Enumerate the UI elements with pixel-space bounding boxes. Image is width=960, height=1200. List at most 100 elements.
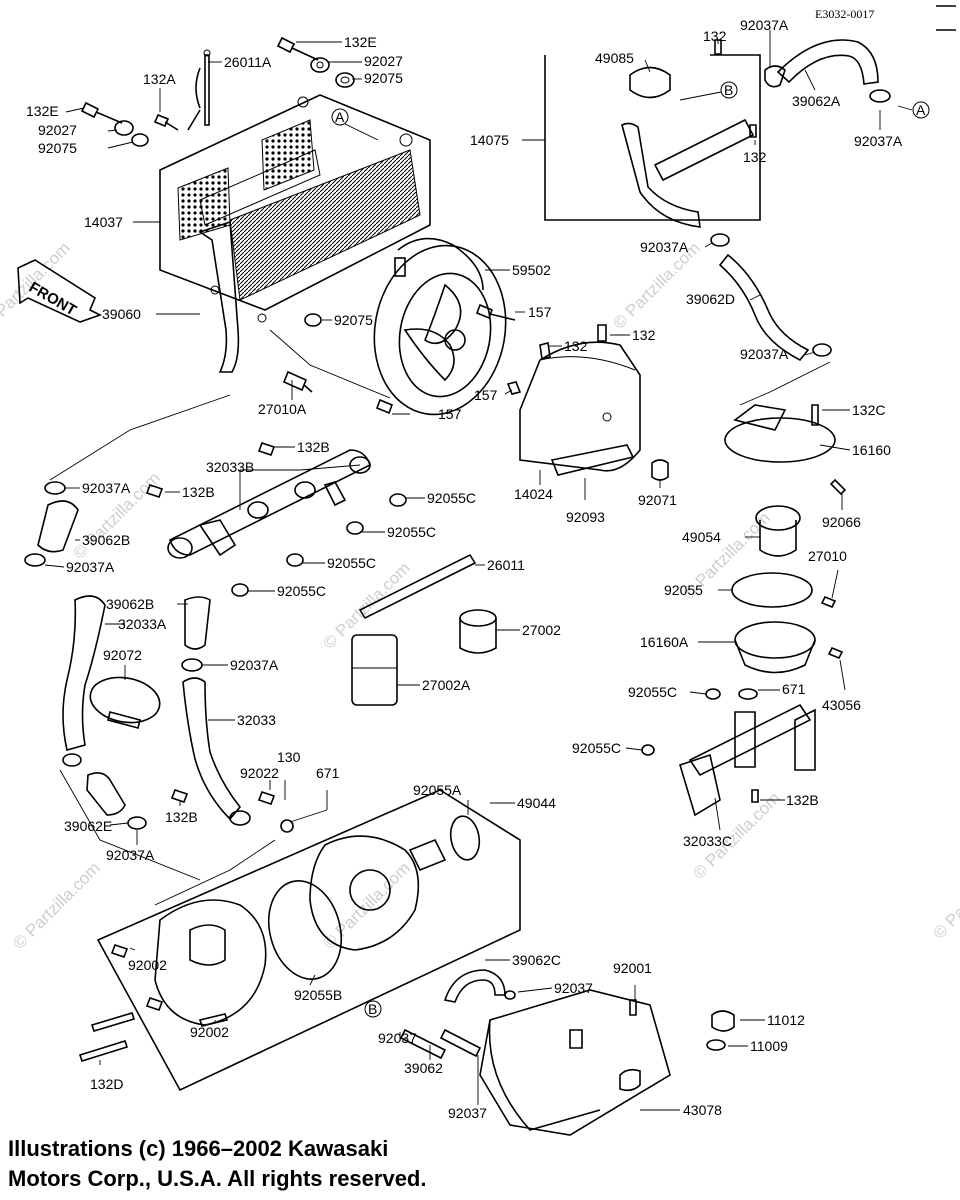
part-label: 39060 bbox=[102, 306, 141, 322]
part-label: 132B bbox=[182, 484, 215, 500]
part-label: 92037 bbox=[378, 1030, 417, 1046]
part-label: 92037 bbox=[448, 1105, 487, 1121]
pipe-32033C bbox=[641, 688, 816, 817]
part-label: 92055C bbox=[327, 555, 376, 571]
part-label: 92037 bbox=[554, 980, 593, 996]
thermostat-49054 bbox=[755, 505, 801, 557]
part-label: 49044 bbox=[517, 795, 556, 811]
part-label: 132E bbox=[344, 34, 377, 50]
part-label: 92001 bbox=[613, 960, 652, 976]
part-label: 92037A bbox=[82, 480, 131, 496]
part-label: 92075 bbox=[38, 140, 77, 156]
water-pump-box-49044 bbox=[78, 789, 521, 1092]
part-labels: 132E 26011A 92027 92075 132A 132E 92027 … bbox=[26, 17, 903, 1121]
pipe-assembly-14075: B bbox=[544, 39, 891, 228]
svg-text:A: A bbox=[916, 102, 926, 118]
part-label: 92075 bbox=[364, 70, 403, 86]
part-label: 92055C bbox=[572, 740, 621, 756]
hose-39062B-b bbox=[181, 596, 211, 672]
part-label: 14075 bbox=[470, 132, 509, 148]
hose-39062B bbox=[24, 481, 79, 567]
part-label: 132 bbox=[632, 327, 656, 343]
reservoir-tank-43078 bbox=[479, 989, 735, 1136]
part-label: 132B bbox=[297, 439, 330, 455]
part-label: 132 bbox=[703, 28, 727, 44]
part-label: 59502 bbox=[512, 262, 551, 278]
part-label: 92093 bbox=[566, 509, 605, 525]
part-label: 49085 bbox=[595, 50, 634, 66]
part-label: 132C bbox=[852, 402, 885, 418]
part-label: 157 bbox=[474, 387, 498, 403]
part-label: 132A bbox=[143, 71, 176, 87]
svg-text:A: A bbox=[335, 109, 345, 125]
relay-27002 bbox=[459, 609, 497, 654]
part-label: 92055C bbox=[387, 524, 436, 540]
copyright-line-1: Illustrations (c) 1966–2002 Kawasaki bbox=[8, 1136, 389, 1161]
part-label: 32033C bbox=[683, 833, 732, 849]
part-label: 130 bbox=[277, 749, 301, 765]
front-label: FRONT bbox=[26, 279, 79, 320]
svg-text:B: B bbox=[368, 1001, 377, 1017]
part-label: 16160A bbox=[640, 634, 689, 650]
svg-text:B: B bbox=[724, 82, 733, 98]
relay-27002A bbox=[351, 634, 398, 706]
part-label: 92055C bbox=[427, 490, 476, 506]
part-label: 27010 bbox=[808, 548, 847, 564]
clamp-92072 bbox=[89, 676, 161, 729]
part-label: 27010A bbox=[258, 401, 307, 417]
part-label: 43056 bbox=[822, 697, 861, 713]
part-label: 11009 bbox=[750, 1038, 788, 1054]
part-label: 92037A bbox=[106, 847, 155, 863]
part-label: 39062C bbox=[512, 952, 561, 968]
part-label: 11012 bbox=[767, 1012, 805, 1028]
part-label: 39062D bbox=[686, 291, 735, 307]
watermark: © Partzilla.com bbox=[929, 848, 960, 942]
part-label: 671 bbox=[316, 765, 340, 781]
part-label: 32033 bbox=[237, 712, 276, 728]
part-label: 14024 bbox=[514, 486, 553, 502]
part-label: 27002 bbox=[522, 622, 561, 638]
part-label: 132 bbox=[743, 149, 767, 165]
part-label: 92022 bbox=[240, 765, 279, 781]
part-label: 92027 bbox=[38, 122, 77, 138]
part-label: 92037A bbox=[740, 17, 789, 33]
part-label: 92075 bbox=[334, 312, 373, 328]
copyright-notice: Illustrations (c) 1966–2002 Kawasaki Mot… bbox=[8, 1134, 426, 1194]
part-label: 49054 bbox=[682, 529, 721, 545]
hose-39062D bbox=[710, 233, 832, 406]
part-label: 92055B bbox=[294, 987, 342, 1003]
ref-marker-b bbox=[364, 1000, 382, 1018]
part-label: 39062B bbox=[106, 596, 154, 612]
part-label: 132E bbox=[26, 103, 59, 119]
part-label: 132 bbox=[564, 338, 588, 354]
radiator-14037 bbox=[159, 94, 431, 323]
part-label: 26011A bbox=[224, 54, 272, 70]
fasteners-top-left bbox=[80, 36, 355, 147]
pipe-32033 bbox=[182, 677, 294, 833]
part-label: 27002A bbox=[422, 677, 471, 693]
part-label: 39062B bbox=[82, 532, 130, 548]
part-label: 92071 bbox=[638, 492, 677, 508]
part-label: 39062 bbox=[404, 1060, 443, 1076]
part-label: 39062E bbox=[64, 818, 112, 834]
leader-lines bbox=[44, 30, 881, 1111]
part-label: 16160 bbox=[852, 442, 891, 458]
part-label: 132D bbox=[90, 1076, 123, 1092]
part-label: 92037A bbox=[740, 346, 789, 362]
part-label: 132B bbox=[165, 809, 198, 825]
part-label: 92055A bbox=[413, 782, 462, 798]
part-label: 92055C bbox=[628, 684, 677, 700]
watermark: © Partzilla.com bbox=[319, 558, 413, 652]
part-label: 671 bbox=[782, 681, 806, 697]
copyright-line-2: Motors Corp., U.S.A. All rights reserved… bbox=[8, 1166, 427, 1191]
hose-39060 bbox=[198, 220, 240, 373]
part-label: 32033A bbox=[118, 616, 167, 632]
part-label: 92055 bbox=[664, 582, 703, 598]
part-label: 92002 bbox=[128, 957, 167, 973]
fan-59502 bbox=[304, 237, 516, 416]
part-label: 132B bbox=[786, 792, 819, 808]
part-label: 92002 bbox=[190, 1024, 229, 1040]
part-label: 26011 bbox=[487, 557, 525, 573]
part-label: 92037A bbox=[230, 657, 279, 673]
